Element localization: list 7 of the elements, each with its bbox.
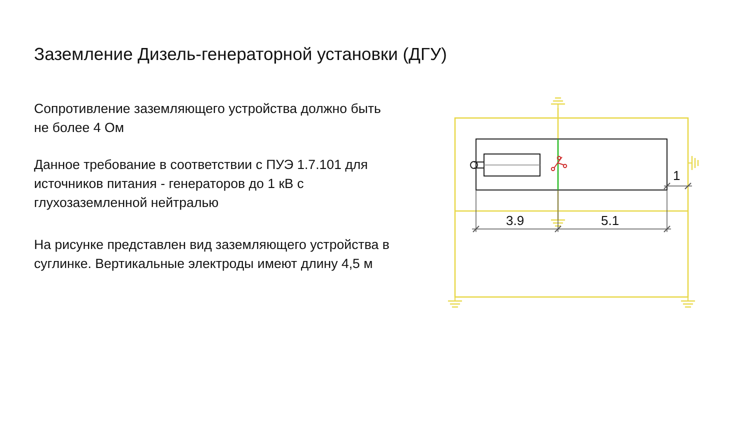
description-paragraph: На рисунке представлен вид заземляющего устройства в суглинке. Вертикальные электроды имеют длину 4,5 м bbox=[34, 236, 390, 273]
dimension-label: 3.9 bbox=[506, 213, 524, 228]
dimension-label: 5.1 bbox=[601, 213, 620, 228]
title: Заземление Дизель-генераторной установки (ДГУ) bbox=[34, 44, 447, 65]
description-paragraph: Сопротивление заземляющего устройства должно быть не более 4 Ом bbox=[34, 100, 382, 137]
dimension-label: 1 bbox=[673, 168, 680, 183]
description-paragraph: Данное требование в соответствии с ПУЭ 1.7.101 для источников питания - генераторов до 1 кВ с глухозаземленной нейтралью bbox=[34, 156, 369, 212]
